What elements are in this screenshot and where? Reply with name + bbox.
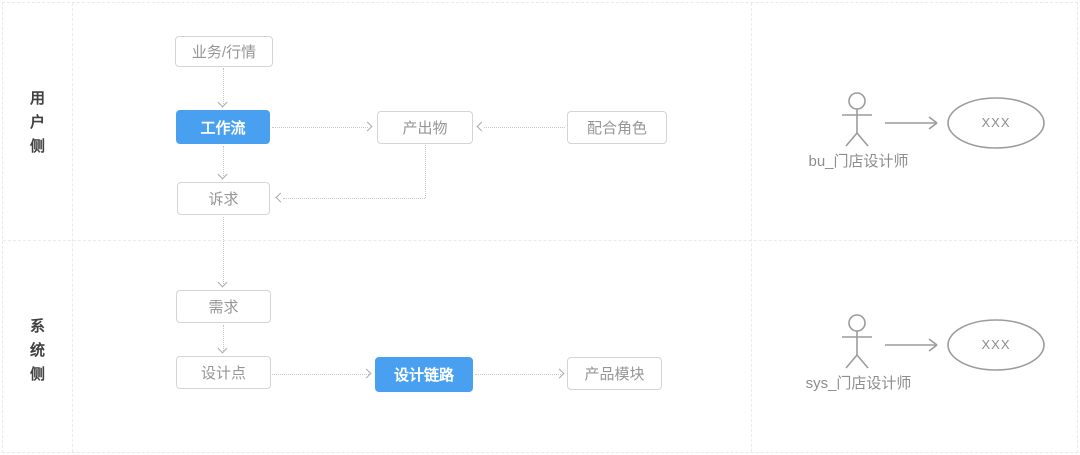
node-appeal: 诉求 (177, 182, 270, 215)
edge-business-to-workflow (223, 68, 224, 104)
edge-workflow-to-appeal (223, 146, 224, 176)
edge-appeal-to-requirement (223, 217, 224, 284)
edge-designchain-to-productmodule (475, 374, 561, 375)
node-design-chain: 设计链路 (375, 357, 473, 392)
actor-name-label: sys_门店设计师 (805, 375, 912, 392)
user-system-divider (3, 240, 1077, 241)
actor-figure-icon (842, 314, 1045, 371)
node-product-module: 产品模块 (567, 357, 662, 390)
arrowhead-right-icon (361, 368, 372, 379)
actor-lane-divider (751, 3, 752, 452)
node-design-point: 设计点 (176, 356, 271, 389)
edge-requirement-to-designpoint (223, 325, 224, 351)
edge-deliverable-to-appeal-vertical (425, 145, 426, 198)
edge-designpoint-to-designchain (272, 374, 369, 375)
arrowhead-down-icon (217, 343, 228, 354)
arrowhead-left-icon (476, 121, 487, 132)
node-supporting-role: 配合角色 (567, 111, 667, 144)
node-deliverable: 产出物 (377, 111, 473, 144)
left-lane-divider (72, 3, 73, 452)
edge-deliverable-to-appeal-horizontal (283, 198, 425, 199)
arrowhead-right-icon (362, 121, 373, 132)
actor-name-label: bu_门店设计师 (808, 153, 909, 170)
arrowhead-left-icon (275, 192, 286, 203)
node-workflow: 工作流 (176, 110, 270, 144)
arrowhead-down-icon (217, 97, 228, 108)
edge-workflow-to-deliverable (272, 127, 368, 128)
lane-label-user-side: 用户侧 (28, 90, 45, 162)
usecase-label: XXX (981, 115, 1011, 130)
node-requirement: 需求 (176, 290, 271, 323)
node-business-market: 业务/行情 (175, 36, 273, 67)
usecase-group-sys: XXX sys_门店设计师 (790, 310, 1056, 405)
lane-label-system-side: 系统侧 (28, 318, 45, 390)
arrowhead-down-icon (217, 277, 228, 288)
usecase-group-bu: XXX bu_门店设计师 (790, 88, 1056, 183)
edge-role-to-deliverable (484, 127, 565, 128)
actor-figure-icon (842, 92, 1045, 149)
arrowhead-down-icon (217, 169, 228, 180)
usecase-label: XXX (981, 337, 1011, 352)
arrowhead-right-icon (554, 368, 565, 379)
